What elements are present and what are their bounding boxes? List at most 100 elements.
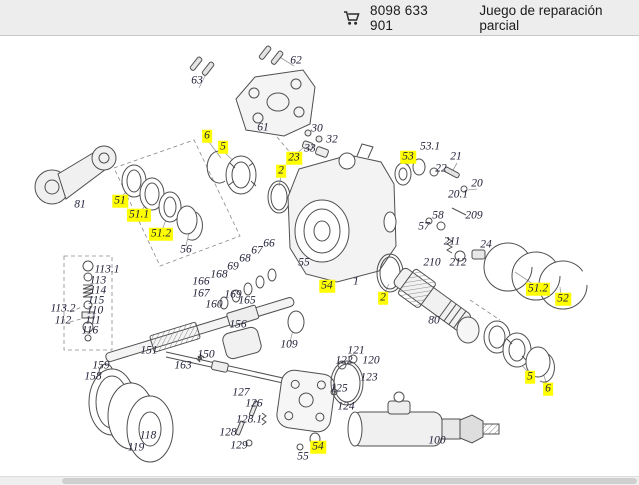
part-label-151[interactable]: 151 <box>140 344 158 357</box>
part-label-210[interactable]: 210 <box>423 256 441 269</box>
part-label-6[interactable]: 6 <box>543 382 553 396</box>
scrollbar-thumb[interactable] <box>62 478 637 484</box>
part-label-111[interactable]: 111 <box>85 314 101 327</box>
kit-title: Juego de reparación parcial <box>479 2 603 33</box>
part-label-30[interactable]: 30 <box>311 122 323 135</box>
adjuster-parts <box>425 207 486 262</box>
part-label-24[interactable]: 24 <box>480 238 492 251</box>
part-label-67[interactable]: 67 <box>251 244 263 257</box>
part-label-165[interactable]: 165 <box>238 294 256 307</box>
part-label-20[interactable]: 20 <box>471 177 483 190</box>
part-label-163[interactable]: 163 <box>174 359 192 372</box>
part-label-168[interactable]: 168 <box>210 268 228 281</box>
part-label-127[interactable]: 127 <box>232 386 250 399</box>
part-label-68[interactable]: 68 <box>239 252 251 265</box>
part-label-52[interactable]: 52 <box>555 292 571 306</box>
part-label-125[interactable]: 125 <box>330 382 348 395</box>
part-label-55[interactable]: 55 <box>297 450 309 463</box>
valve-plate <box>276 354 364 433</box>
part-label-123[interactable]: 123 <box>360 371 378 384</box>
part-label-109[interactable]: 109 <box>280 338 298 351</box>
part-label-66[interactable]: 66 <box>263 237 275 250</box>
part-label-116[interactable]: 116 <box>81 324 99 337</box>
part-label-128-1[interactable]: 128.1 <box>236 413 262 426</box>
part-label-54[interactable]: 54 <box>319 279 335 293</box>
part-label-63[interactable]: 63 <box>191 74 203 87</box>
part-label-51-2[interactable]: 51.2 <box>148 227 174 241</box>
part-label-124[interactable]: 124 <box>337 400 355 413</box>
part-label-54[interactable]: 54 <box>310 440 326 454</box>
part-label-58[interactable]: 58 <box>432 209 444 222</box>
cart-icon[interactable] <box>343 10 361 26</box>
part-label-114[interactable]: 114 <box>89 284 107 297</box>
part-label-5[interactable]: 5 <box>218 140 228 154</box>
spring-column <box>81 260 95 342</box>
part-label-21[interactable]: 21 <box>450 150 462 163</box>
part-label-53-1[interactable]: 53.1 <box>419 140 441 153</box>
dashed-construction-lines <box>63 136 501 351</box>
part-label-32[interactable]: 32 <box>326 133 338 146</box>
part-label-209[interactable]: 209 <box>465 209 483 222</box>
part-label-112[interactable]: 112 <box>54 314 72 327</box>
part-label-51-2[interactable]: 51.2 <box>525 282 551 296</box>
part-label-115[interactable]: 115 <box>87 294 105 307</box>
part-label-20-1[interactable]: 20.1 <box>447 188 469 201</box>
input-shaft <box>105 268 295 362</box>
part-label-6[interactable]: 6 <box>202 129 212 143</box>
part-label-62[interactable]: 62 <box>290 54 302 67</box>
horizontal-scrollbar[interactable] <box>0 476 639 485</box>
part-label-1[interactable]: 1 <box>353 275 359 288</box>
part-label-212[interactable]: 212 <box>449 256 467 269</box>
part-label-113[interactable]: 113 <box>89 274 107 287</box>
part-label-122[interactable]: 122 <box>335 354 353 367</box>
part-label-150[interactable]: 150 <box>197 348 215 361</box>
part-label-81[interactable]: 81 <box>74 198 86 211</box>
part-label-167[interactable]: 167 <box>192 287 210 300</box>
part-label-61[interactable]: 61 <box>257 121 269 134</box>
small-fittings <box>301 129 329 158</box>
part-label-5[interactable]: 5 <box>525 370 535 384</box>
part-label-160[interactable]: 160 <box>205 298 223 311</box>
part-label-158[interactable]: 158 <box>84 370 102 383</box>
part-label-156[interactable]: 156 <box>229 318 247 331</box>
part-label-2[interactable]: 2 <box>276 164 286 178</box>
steering-gear-housing <box>287 143 397 283</box>
part-label-55[interactable]: 55 <box>298 256 310 269</box>
part-label-211[interactable]: 211 <box>443 235 461 248</box>
input-bearing <box>206 150 257 195</box>
part-label-22[interactable]: 22 <box>435 162 447 175</box>
part-label-56[interactable]: 56 <box>180 243 192 256</box>
part-label-100[interactable]: 100 <box>428 434 446 447</box>
part-label-2[interactable]: 2 <box>378 291 388 305</box>
kit-part-number: 8098 633 901 <box>370 2 428 33</box>
part-label-118[interactable]: 118 <box>139 429 157 442</box>
seal-stack-right <box>483 320 555 383</box>
part-label-80[interactable]: 80 <box>428 314 440 327</box>
part-label-119[interactable]: 119 <box>127 441 145 454</box>
part-label-33[interactable]: 33 <box>304 142 316 155</box>
piston <box>222 326 262 360</box>
mounting-bolts <box>189 45 284 76</box>
part-label-159[interactable]: 159 <box>92 359 110 372</box>
part-label-120[interactable]: 120 <box>362 354 380 367</box>
part-label-169[interactable]: 169 <box>224 288 242 301</box>
part-label-129[interactable]: 129 <box>230 439 248 452</box>
part-label-166[interactable]: 166 <box>192 275 210 288</box>
part-label-113-1[interactable]: 113.1 <box>94 263 120 276</box>
part-label-57[interactable]: 57 <box>418 220 430 233</box>
part-label-23[interactable]: 23 <box>286 151 302 165</box>
part-label-51-1[interactable]: 51.1 <box>126 208 152 222</box>
part-label-69[interactable]: 69 <box>227 260 239 273</box>
seal-stack-left <box>121 164 203 241</box>
part-label-128[interactable]: 128 <box>219 426 237 439</box>
part-label-110[interactable]: 110 <box>86 304 104 317</box>
part-label-53[interactable]: 53 <box>400 150 416 164</box>
part-label-126[interactable]: 126 <box>245 397 263 410</box>
part-label-113-2[interactable]: 113.2 <box>50 302 76 315</box>
part-label-51[interactable]: 51 <box>112 194 128 208</box>
sector-shaft <box>393 267 480 344</box>
part-label-121[interactable]: 121 <box>347 344 365 357</box>
